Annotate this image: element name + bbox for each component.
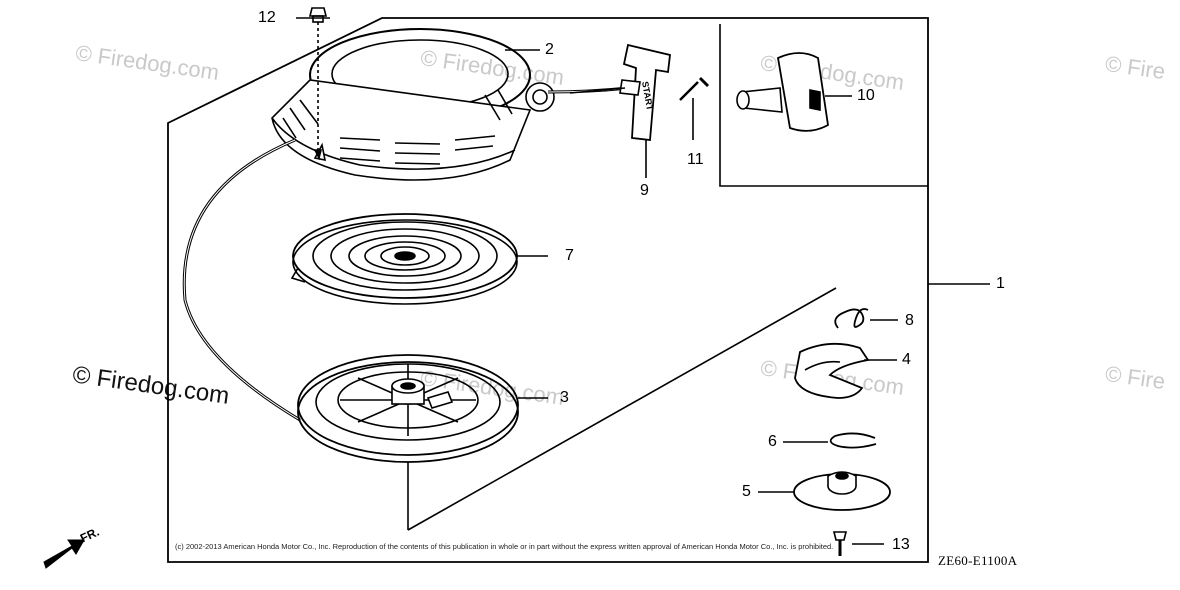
callout-1: 1	[996, 275, 1005, 292]
callout-3: 3	[560, 389, 569, 406]
starter-rope	[182, 138, 301, 422]
starter-reel-3	[297, 354, 548, 530]
callout-2: 2	[545, 41, 554, 58]
bolt-12	[308, 7, 328, 161]
callout-4: 4	[902, 351, 911, 368]
copyright-notice: (c) 2002-2013 American Honda Motor Co., …	[175, 542, 834, 551]
recoil-spring-7	[290, 213, 548, 305]
callout-5: 5	[742, 483, 751, 500]
callout-6: 6	[768, 433, 777, 450]
callout-11: 11	[687, 151, 704, 168]
callout-12: 12	[258, 9, 276, 26]
rope-pin-11	[679, 76, 710, 140]
diagram-code: ZE60-E1100A	[938, 553, 1018, 568]
inset-frame	[719, 24, 928, 187]
assembly-frame	[167, 17, 929, 563]
clip-6	[783, 432, 877, 449]
ratchet-spring-8	[834, 308, 898, 329]
alternate-grip-10	[736, 52, 852, 132]
friction-plate-5	[758, 471, 891, 511]
screw-13	[832, 531, 884, 556]
callout-8: 8	[905, 312, 914, 329]
front-direction-arrow	[43, 539, 85, 569]
starter-housing	[271, 28, 555, 181]
callout-13: 13	[892, 536, 910, 553]
starter-grip	[569, 43, 671, 141]
callout-9: 9	[640, 182, 649, 199]
callout-10: 10	[857, 87, 875, 104]
ratchet-4	[794, 342, 897, 399]
callout-7: 7	[565, 247, 574, 264]
